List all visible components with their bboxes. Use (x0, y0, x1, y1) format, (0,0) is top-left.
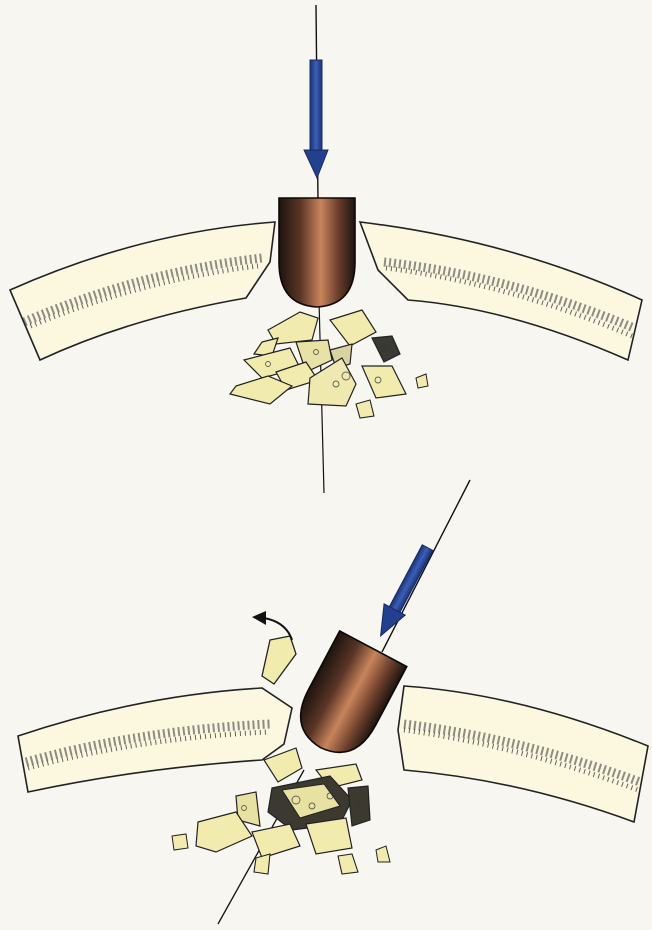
direction-arrow-icon (304, 60, 328, 178)
fragments-bottom (172, 748, 390, 874)
fragment-icon (372, 336, 400, 362)
fragment-icon (306, 818, 352, 854)
fragment-icon (262, 636, 296, 684)
bone-section-icon (360, 222, 642, 360)
panel-oblique-impact (18, 480, 648, 924)
bone-section-icon (10, 222, 275, 360)
fragment-icon (330, 310, 376, 346)
bone-section-icon (18, 688, 292, 792)
bullet-icon (287, 631, 407, 766)
fragment-icon (416, 374, 428, 388)
ejected-fragment (262, 636, 296, 684)
direction-arrow-icon (370, 542, 438, 642)
fragment-icon (252, 824, 300, 858)
bone-section-icon (398, 686, 648, 822)
fragment-icon (376, 846, 390, 862)
curved-arrow-icon (252, 611, 292, 640)
bullet-icon (279, 198, 355, 307)
fragments-top (230, 310, 428, 418)
fragment-icon (172, 834, 188, 850)
fragment-icon (338, 854, 358, 874)
panel-perpendicular-impact (10, 5, 642, 493)
fragment-icon (356, 400, 374, 418)
fragment-icon (362, 366, 406, 398)
fragment-icon (254, 854, 270, 874)
